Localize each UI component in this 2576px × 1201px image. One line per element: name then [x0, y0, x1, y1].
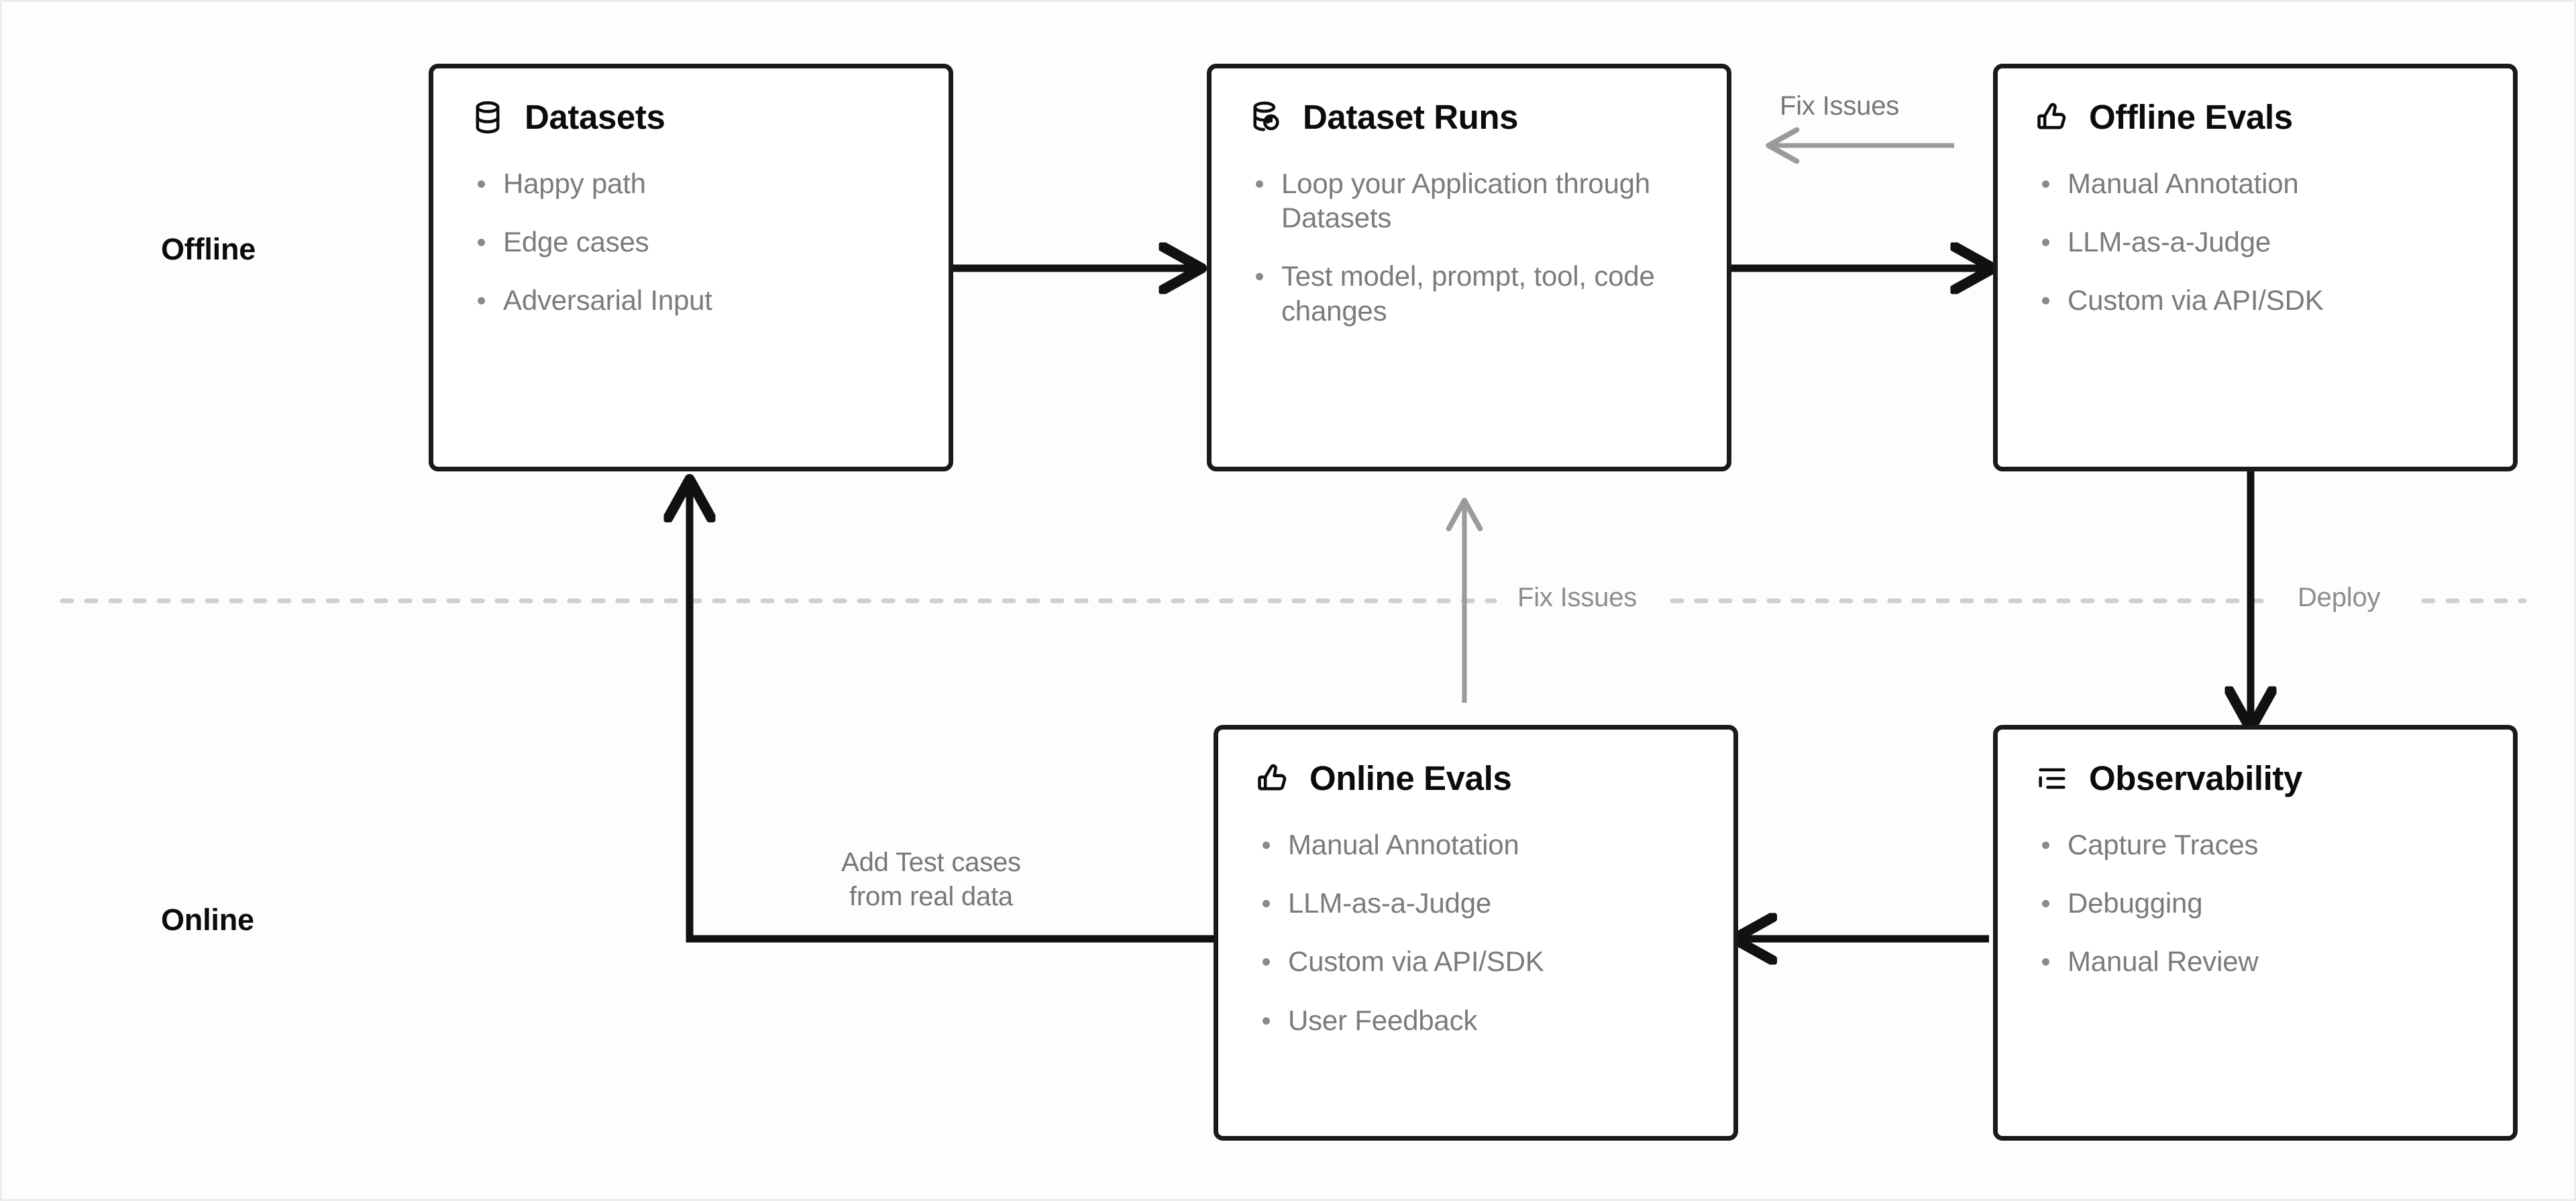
- divider-label-deploy: Deploy: [2283, 583, 2396, 613]
- thumbs-up-icon: [1253, 759, 1292, 798]
- divider-label-fix-issues: Fix Issues: [1503, 583, 1652, 613]
- database-icon: [468, 98, 507, 137]
- list-item: Manual Annotation: [1253, 827, 1699, 862]
- edge-label-add-test-cases: Add Test cases from real data: [800, 846, 1062, 914]
- list-item: Loop your Application through Datasets: [1246, 166, 1692, 235]
- list-item: Test model, prompt, tool, code changes: [1246, 259, 1692, 327]
- node-datasets-bullets: Happy path Edge cases Adversarial Input: [468, 166, 914, 318]
- lane-label-offline: Offline: [161, 232, 256, 266]
- list-item: Manual Review: [2033, 944, 2478, 978]
- list-item: Custom via API/SDK: [1253, 944, 1699, 978]
- list-item: Happy path: [468, 166, 914, 201]
- node-online-evals[interactable]: Online Evals Manual Annotation LLM-as-a-…: [1214, 725, 1738, 1141]
- node-online-evals-title: Online Evals: [1309, 759, 1512, 798]
- list-item: LLM-as-a-Judge: [2033, 225, 2478, 259]
- node-datasets-header: Datasets: [468, 98, 914, 137]
- node-observability[interactable]: Observability Capture Traces Debugging M…: [1993, 725, 2518, 1141]
- lane-label-online: Online: [161, 903, 254, 937]
- edge-label-add-test-cases-line2: from real data: [849, 882, 1013, 912]
- node-offline-evals[interactable]: Offline Evals Manual Annotation LLM-as-a…: [1993, 64, 2518, 471]
- node-offline-evals-bullets: Manual Annotation LLM-as-a-Judge Custom …: [2033, 166, 2478, 318]
- list-item: Edge cases: [468, 225, 914, 259]
- node-online-evals-bullets: Manual Annotation LLM-as-a-Judge Custom …: [1253, 827, 1699, 1037]
- edge-label-add-test-cases-line1: Add Test cases: [841, 848, 1021, 877]
- list-item: LLM-as-a-Judge: [1253, 886, 1699, 920]
- list-item: Capture Traces: [2033, 827, 2478, 862]
- database-refresh-icon: [1246, 98, 1285, 137]
- node-dataset-runs[interactable]: Dataset Runs Loop your Application throu…: [1207, 64, 1731, 471]
- list-item: Manual Annotation: [2033, 166, 2478, 201]
- list-item: Debugging: [2033, 886, 2478, 920]
- node-observability-bullets: Capture Traces Debugging Manual Review: [2033, 827, 2478, 979]
- list-item: User Feedback: [1253, 1003, 1699, 1037]
- node-offline-evals-title: Offline Evals: [2089, 98, 2293, 137]
- list-item: Custom via API/SDK: [2033, 283, 2478, 317]
- node-dataset-runs-header: Dataset Runs: [1246, 98, 1692, 137]
- thumbs-up-icon: [2033, 98, 2072, 137]
- list-item: Adversarial Input: [468, 283, 914, 317]
- node-datasets-title: Datasets: [525, 98, 665, 137]
- node-dataset-runs-bullets: Loop your Application through Datasets T…: [1246, 166, 1692, 328]
- node-datasets[interactable]: Datasets Happy path Edge cases Adversari…: [429, 64, 953, 471]
- edge-label-fix-issues-top: Fix Issues: [1780, 91, 1900, 121]
- node-observability-header: Observability: [2033, 759, 2478, 798]
- node-dataset-runs-title: Dataset Runs: [1303, 98, 1519, 137]
- node-offline-evals-header: Offline Evals: [2033, 98, 2478, 137]
- list-tree-icon: [2033, 759, 2072, 798]
- node-observability-title: Observability: [2089, 759, 2302, 798]
- node-online-evals-header: Online Evals: [1253, 759, 1699, 798]
